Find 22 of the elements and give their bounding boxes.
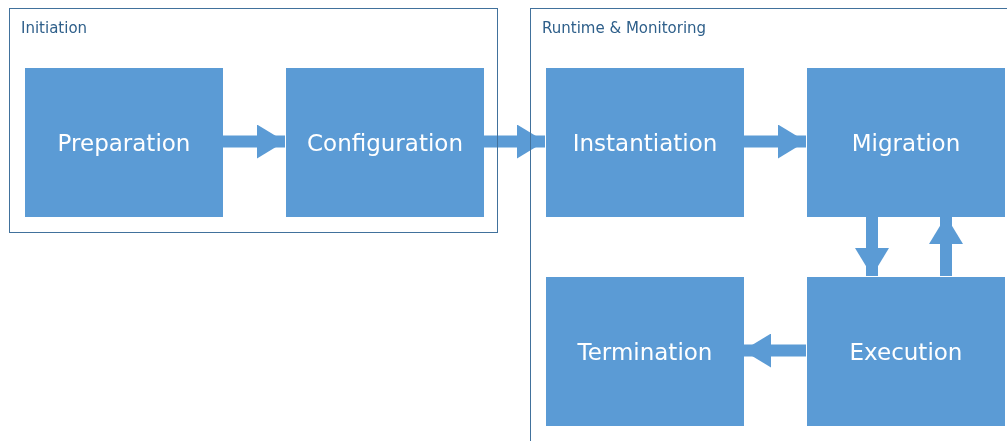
group-frame (9, 8, 498, 233)
step-label: Termination (577, 338, 713, 365)
process-box (546, 277, 744, 426)
arrow (743, 333, 806, 368)
arrow (743, 124, 806, 159)
process-box (807, 68, 1005, 217)
group-frame (530, 8, 1007, 441)
arrow (929, 216, 963, 276)
arrow (483, 124, 545, 159)
step-label: Execution (849, 338, 963, 365)
process-box (25, 68, 223, 217)
step-label: Preparation (57, 129, 191, 156)
arrow (222, 124, 285, 159)
step-label: Configuration (307, 129, 463, 156)
process-box (807, 277, 1005, 426)
step-label: Migration (851, 129, 961, 156)
process-box (286, 68, 484, 217)
process-box (546, 68, 744, 217)
group-title: Initiation (21, 19, 88, 37)
step-label: Instantiation (572, 129, 718, 156)
arrow (855, 216, 889, 276)
group-title: Runtime & Monitoring (542, 19, 707, 37)
